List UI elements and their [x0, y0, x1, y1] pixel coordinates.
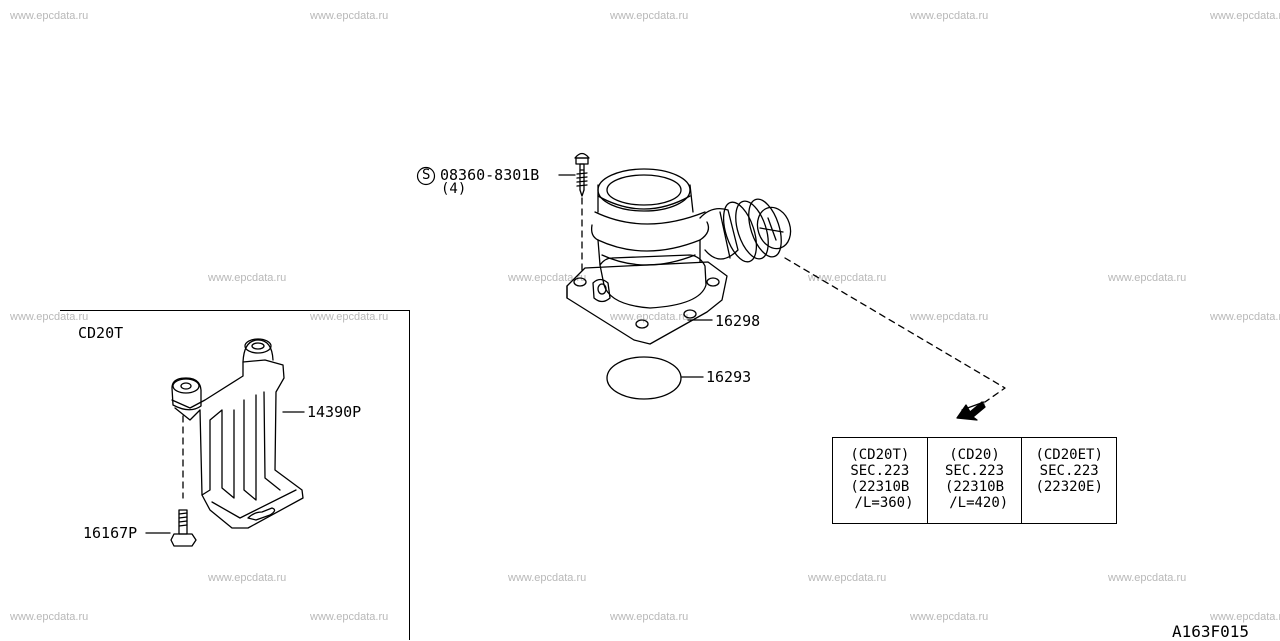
watermark: www.epcdata.ru	[610, 611, 689, 623]
reference-line: SEC.223	[850, 463, 910, 479]
service-symbol-icon	[416, 166, 436, 186]
reference-line: (22320E)	[1035, 479, 1103, 495]
watermark: www.epcdata.ru	[1108, 572, 1187, 584]
reference-line: SEC.223	[945, 463, 1005, 479]
gasket-part-number: 16293	[706, 368, 752, 386]
watermark: www.epcdata.ru	[10, 10, 89, 22]
bolt-part-number: 08360-8301B	[440, 166, 540, 184]
cd20t-inset	[60, 310, 410, 640]
bolt-quantity: (4)	[441, 181, 467, 197]
reference-cell[interactable]: (CD20ET) SEC.223 (22320E)	[1022, 438, 1116, 523]
watermark: www.epcdata.ru	[910, 10, 989, 22]
watermark: www.epcdata.ru	[508, 272, 587, 284]
watermark: www.epcdata.ru	[1210, 611, 1280, 623]
watermark: www.epcdata.ru	[10, 611, 89, 623]
watermark: www.epcdata.ru	[1210, 10, 1280, 22]
bolt-drawing	[558, 152, 590, 273]
water-outlet-housing-drawing	[566, 168, 792, 345]
reference-line: (CD20)	[949, 447, 1000, 463]
inset-bolt-drawing	[145, 415, 197, 547]
service-symbol-letter: S	[422, 167, 431, 183]
reference-cell[interactable]: (CD20T) SEC.223 (22310B /L=360)	[833, 438, 928, 523]
reference-line: (22310B	[945, 479, 1005, 495]
section-reference-table: (CD20T) SEC.223 (22310B /L=360) (CD20) S…	[832, 437, 1117, 524]
inset-bolt-part-number: 16167P	[83, 524, 138, 542]
watermark: www.epcdata.ru	[310, 10, 389, 22]
reference-cell[interactable]: (CD20) SEC.223 (22310B /L=420)	[928, 438, 1023, 523]
watermark: www.epcdata.ru	[1210, 311, 1280, 323]
watermark: www.epcdata.ru	[310, 611, 389, 623]
watermark: www.epcdata.ru	[208, 272, 287, 284]
bracket-part-number: 14390P	[307, 403, 362, 421]
watermark: www.epcdata.ru	[508, 572, 587, 584]
watermark: www.epcdata.ru	[1108, 272, 1187, 284]
housing-part-number: 16298	[715, 312, 761, 330]
inset-title: CD20T	[78, 324, 124, 342]
watermark: www.epcdata.ru	[808, 572, 887, 584]
watermark: www.epcdata.ru	[610, 10, 689, 22]
reference-line: (CD20ET)	[1035, 447, 1103, 463]
watermark: www.epcdata.ru	[208, 572, 287, 584]
reference-line: SEC.223	[1039, 463, 1099, 479]
reference-line: (CD20T)	[850, 447, 910, 463]
watermark: www.epcdata.ru	[808, 272, 887, 284]
reference-line: /L=360)	[846, 495, 914, 511]
bracket-drawing	[171, 338, 305, 529]
reference-leader	[784, 257, 1006, 421]
reference-line: /L=420)	[940, 495, 1009, 511]
watermark: www.epcdata.ru	[10, 311, 89, 323]
watermark: www.epcdata.ru	[910, 311, 989, 323]
watermark: www.epcdata.ru	[610, 311, 689, 323]
watermark: www.epcdata.ru	[910, 611, 989, 623]
diagram-code: A163F015	[1172, 622, 1250, 641]
gasket-drawing	[606, 356, 704, 400]
watermark: www.epcdata.ru	[310, 311, 389, 323]
reference-line: (22310B	[850, 479, 910, 495]
